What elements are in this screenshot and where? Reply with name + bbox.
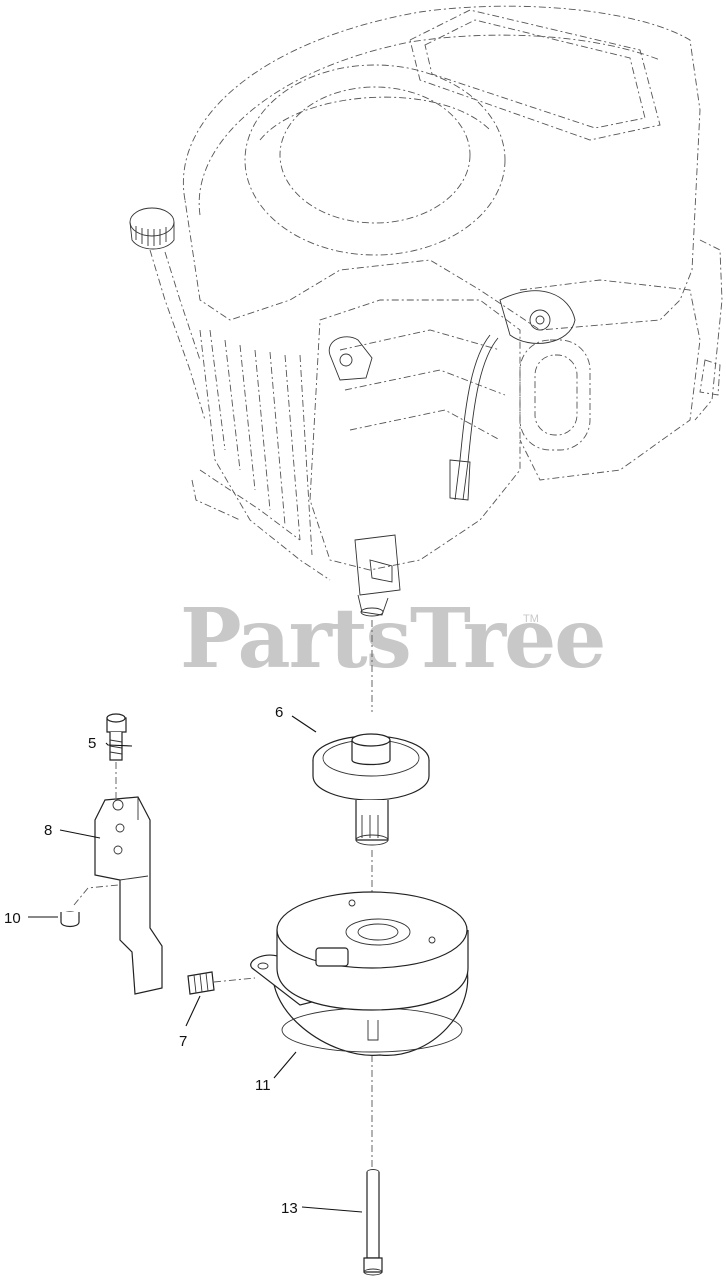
leader-7	[185, 995, 201, 1027]
callout-6: 6	[275, 704, 283, 721]
leader-11	[273, 1051, 297, 1079]
crankshaft	[354, 534, 401, 617]
callout-10: 10	[4, 910, 21, 927]
watermark: PartsTree TM	[180, 591, 606, 687]
callout-8: 8	[44, 822, 52, 839]
callout-7: 7	[179, 1033, 187, 1050]
nut-part	[60, 884, 119, 928]
pulley-part	[312, 733, 430, 846]
leader-6	[291, 715, 317, 733]
bolt-part	[106, 713, 127, 798]
clutch-part	[250, 891, 469, 1056]
leader-8	[59, 829, 101, 839]
callout-11: 11	[255, 1077, 271, 1094]
oil-cap	[129, 207, 206, 421]
leader-5	[105, 742, 133, 747]
watermark-trademark: TM	[523, 613, 539, 625]
callout-13: 13	[281, 1200, 298, 1217]
watermark-text: PartsTree	[180, 591, 604, 687]
leader-13	[301, 1206, 363, 1213]
bracket-part	[94, 796, 163, 995]
long-bolt-part	[363, 1169, 383, 1276]
cylinder-fins	[191, 329, 331, 581]
callout-5: 5	[88, 735, 96, 752]
key-part	[187, 971, 256, 995]
engine-assembly	[129, 5, 723, 617]
